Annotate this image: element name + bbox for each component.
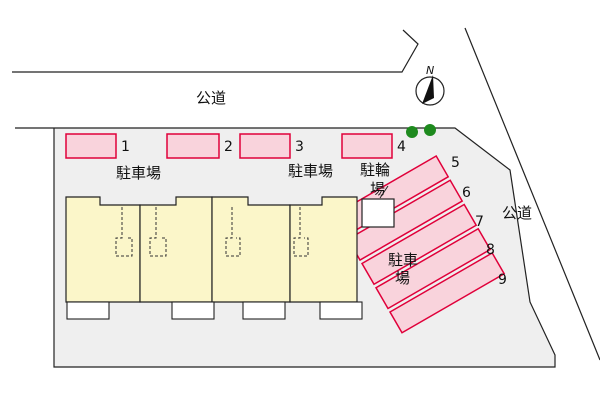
- bicycle-parking-leader: [379, 185, 389, 199]
- north-arrow-icon: [422, 75, 434, 104]
- space-number-9: 9: [498, 272, 507, 288]
- tree-icon: [406, 126, 418, 138]
- compass: N: [415, 64, 445, 106]
- interior-dashed-line: [293, 207, 309, 257]
- parking-space-8: [374, 227, 492, 310]
- space-number-2: 2: [224, 139, 233, 155]
- space-number-8: 8: [486, 242, 495, 258]
- parking-label-center: 駐車場: [288, 162, 333, 180]
- parking-label-left: 駐車場: [116, 164, 161, 182]
- space-number-3: 3: [295, 139, 304, 155]
- building-unit-3: [211, 196, 291, 303]
- space-number-1: 1: [121, 139, 130, 155]
- tree-icon: [424, 124, 436, 136]
- space-number-7: 7: [475, 214, 484, 230]
- parking-label-right-line2: 場: [395, 269, 410, 287]
- right-road-edge: [464, 27, 600, 361]
- apartment-building: [65, 196, 358, 303]
- interior-dashed-line: [115, 207, 133, 257]
- step-box: [171, 301, 215, 320]
- parking-space-2: [166, 133, 220, 159]
- step-box: [319, 301, 363, 320]
- bicycle-parking-label-line1: 駐輪: [360, 161, 390, 179]
- space-number-6: 6: [462, 185, 471, 201]
- step-box: [66, 301, 110, 320]
- parking-space-1: [65, 133, 117, 159]
- interior-dashed-line: [149, 207, 167, 257]
- step-box: [242, 301, 286, 320]
- parking-spaces-diagonal: [332, 154, 506, 334]
- space-number-5: 5: [451, 155, 460, 171]
- top-road-edge: [12, 29, 419, 73]
- parking-spaces-top: [65, 133, 393, 159]
- space-number-4: 4: [397, 139, 406, 155]
- top-road-label: 公道: [196, 89, 226, 107]
- parking-space-9: [388, 251, 506, 334]
- building-unit-4: [289, 196, 358, 303]
- bicycle-parking-label-line2: 場: [370, 180, 385, 198]
- interior-dashed-line: [225, 207, 241, 257]
- parking-space-4: [341, 133, 393, 159]
- parking-space-7: [360, 203, 478, 286]
- building-unit-2: [139, 196, 213, 303]
- parking-space-3: [239, 133, 291, 159]
- building-unit-1: [65, 196, 141, 303]
- compass-north-label: N: [426, 64, 434, 77]
- bicycle-parking-box: [361, 198, 395, 228]
- parking-label-right-line1: 駐車: [388, 251, 418, 269]
- building-steps: [66, 301, 363, 320]
- right-road-label: 公道: [502, 204, 532, 222]
